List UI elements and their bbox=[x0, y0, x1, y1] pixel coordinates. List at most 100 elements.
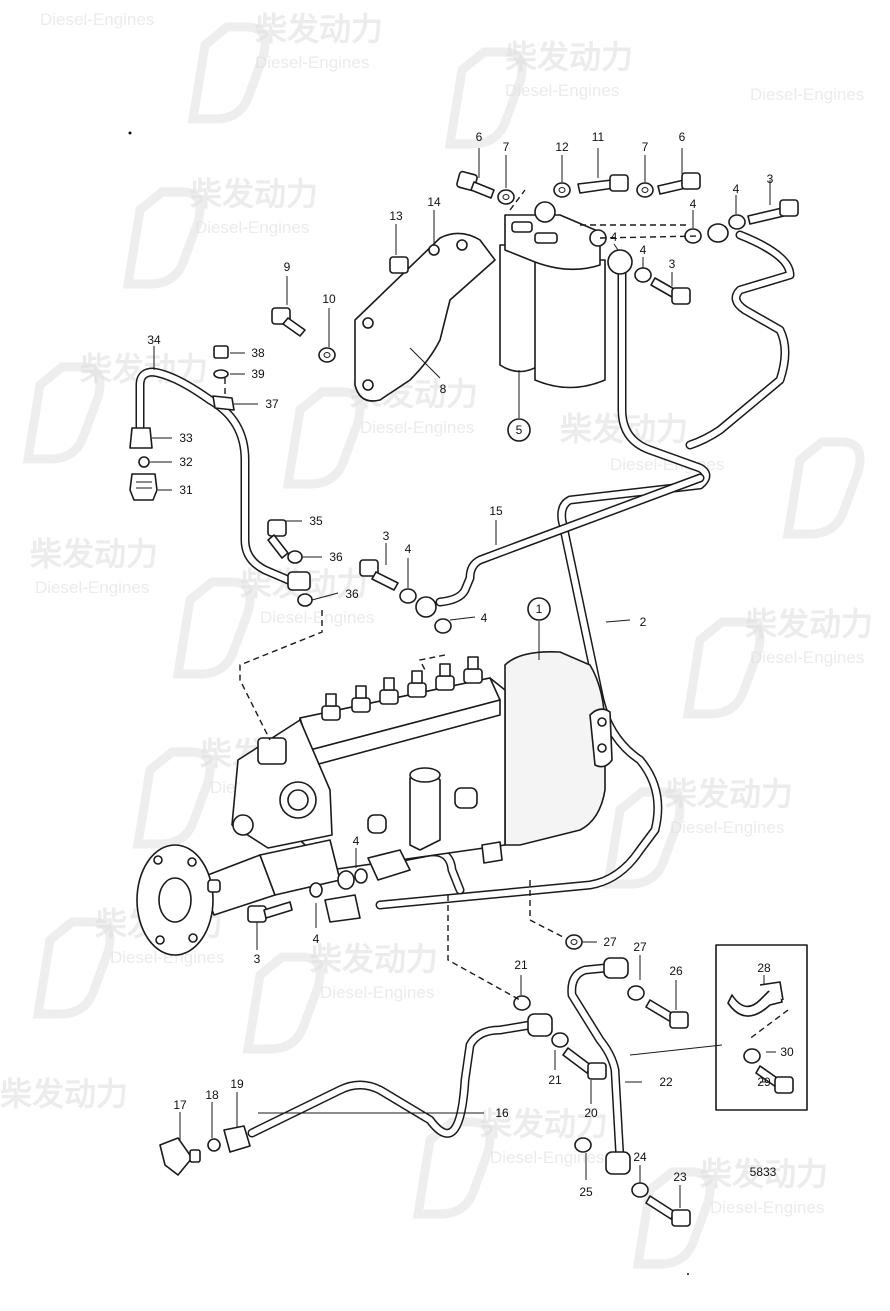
washer-36-a bbox=[287, 550, 303, 564]
callout-27: 27 bbox=[633, 940, 647, 954]
watermark-brand-cn: 柴发动力 bbox=[480, 1105, 608, 1143]
washer-4-c bbox=[634, 267, 652, 283]
callout-36: 36 bbox=[345, 587, 359, 601]
bolt-35 bbox=[267, 519, 289, 559]
washer-7-right bbox=[636, 182, 654, 198]
washer-10 bbox=[318, 347, 336, 363]
nut-33 bbox=[129, 427, 153, 449]
watermark-brand-en: Diesel-Engines bbox=[490, 1148, 604, 1167]
watermark-brand-en: Diesel-Engines bbox=[110, 948, 224, 967]
fuel-filter-assembly bbox=[499, 201, 633, 389]
bolt-20 bbox=[562, 1047, 607, 1080]
callout-11: 11 bbox=[592, 130, 605, 144]
watermark-brand-cn: 柴发动力 bbox=[190, 175, 318, 213]
callout-6: 6 bbox=[679, 130, 686, 144]
callout-12: 12 bbox=[555, 140, 569, 154]
callout-16: 16 bbox=[495, 1106, 509, 1120]
callout-15: 15 bbox=[489, 504, 503, 518]
callout-33: 33 bbox=[179, 431, 193, 445]
callout-37: 37 bbox=[265, 397, 279, 411]
bolt-26 bbox=[645, 999, 689, 1029]
callout-7: 7 bbox=[642, 140, 649, 154]
washer-4-mid-b bbox=[434, 618, 452, 634]
pump-lower-bracket bbox=[324, 894, 361, 923]
bolt-9 bbox=[271, 307, 306, 337]
callout-3: 3 bbox=[383, 529, 390, 543]
callout-4: 4 bbox=[690, 197, 697, 211]
callout-22: 22 bbox=[659, 1075, 673, 1089]
watermark-layer: 柴发动力 柴发动力 柴发动力 柴发动力 柴发动力 柴发动力 柴发动力 柴发动力 … bbox=[0, 10, 873, 1269]
filter-canister-right bbox=[534, 259, 606, 389]
delivery-valves bbox=[321, 656, 483, 721]
fuel-pipe-15 bbox=[435, 473, 705, 607]
bolt-6-right bbox=[657, 172, 701, 195]
callout-5: 5 bbox=[516, 423, 523, 437]
banjo-pipe-22-top bbox=[603, 957, 629, 979]
banjo-pipe-15 bbox=[415, 596, 437, 618]
filter-bracket-8 bbox=[354, 232, 496, 402]
callout-2: 2 bbox=[640, 615, 647, 629]
callout-4: 4 bbox=[481, 611, 488, 625]
pump-inlet-fitting bbox=[257, 737, 287, 765]
left-upper-fittings bbox=[129, 345, 313, 607]
bolt-3-mid bbox=[650, 277, 691, 305]
watermark-brand-en: Diesel-Engines bbox=[195, 218, 309, 237]
watermark-brand-en: Diesel-Engines bbox=[320, 983, 434, 1002]
washer-30 bbox=[743, 1048, 761, 1064]
callout-4: 4 bbox=[611, 230, 618, 244]
speck bbox=[687, 1273, 689, 1275]
callout-28: 28 bbox=[757, 961, 771, 975]
washer-4-mid bbox=[399, 588, 417, 604]
lower-fittings bbox=[159, 934, 691, 1227]
callout-circle-1 bbox=[527, 597, 551, 621]
bolt-3-lower bbox=[247, 901, 293, 923]
callout-36: 36 bbox=[329, 550, 343, 564]
callout-19: 19 bbox=[230, 1077, 244, 1091]
callout-circle-5 bbox=[507, 418, 531, 442]
callout-21: 21 bbox=[548, 1073, 562, 1087]
washer-4-b bbox=[728, 214, 746, 230]
bolt-6-left bbox=[456, 170, 495, 199]
watermark-brand-en: Diesel-Engines bbox=[505, 81, 619, 100]
bolt-23 bbox=[645, 1195, 691, 1227]
pump-governor-housing bbox=[504, 650, 606, 846]
watermark-brand-cn: 柴发动力 bbox=[30, 535, 158, 573]
callout-1: 1 bbox=[536, 602, 543, 616]
middle-fittings bbox=[359, 559, 452, 634]
callout-32: 32 bbox=[179, 455, 193, 469]
watermark-logo-icon bbox=[22, 22, 865, 1269]
callout-34: 34 bbox=[147, 333, 161, 347]
washer-25 bbox=[574, 1137, 592, 1153]
bolt-3-middle bbox=[359, 559, 399, 591]
bolt-29 bbox=[755, 1065, 794, 1094]
callout-labels: 1 2 3 3 3 3 4 4 4 4 4 4 4 4 5 6 6 7 7 8 … bbox=[147, 130, 794, 1199]
bolt-11 bbox=[577, 174, 629, 194]
washer-27-b bbox=[627, 985, 645, 1001]
callout-24: 24 bbox=[633, 1150, 647, 1164]
nut-19 bbox=[223, 1125, 251, 1153]
fuel-pipe-22 bbox=[567, 963, 625, 1165]
washer-12 bbox=[553, 182, 571, 198]
callout-35: 35 bbox=[309, 514, 323, 528]
callout-4: 4 bbox=[353, 834, 360, 848]
watermark-brand-cn: 柴发动力 bbox=[255, 10, 383, 48]
watermark-brand-en: Diesel-Engines bbox=[360, 418, 474, 437]
callout-4: 4 bbox=[640, 243, 647, 257]
watermark-brand-en: Diesel-Engines bbox=[40, 10, 154, 29]
callout-4: 4 bbox=[313, 932, 320, 946]
callout-3: 3 bbox=[669, 257, 676, 271]
callout-7: 7 bbox=[503, 140, 510, 154]
washer-24 bbox=[631, 1182, 649, 1198]
callout-21: 21 bbox=[514, 958, 528, 972]
watermark-brand-cn: 柴发动力 bbox=[310, 940, 438, 978]
banjo-pipe-22-bottom bbox=[605, 1151, 631, 1175]
callout-30: 30 bbox=[780, 1045, 794, 1059]
filter-canister-left bbox=[499, 244, 541, 373]
watermark-brand-en: Diesel-Engines bbox=[35, 578, 149, 597]
callout-9: 9 bbox=[284, 260, 291, 274]
watermark-brand-en: Diesel-Engines bbox=[255, 53, 369, 72]
watermark-brand-cn: 柴发动力 bbox=[700, 1155, 828, 1193]
banjo-fitting-right bbox=[707, 223, 729, 243]
callout-29: 29 bbox=[757, 1075, 771, 1089]
